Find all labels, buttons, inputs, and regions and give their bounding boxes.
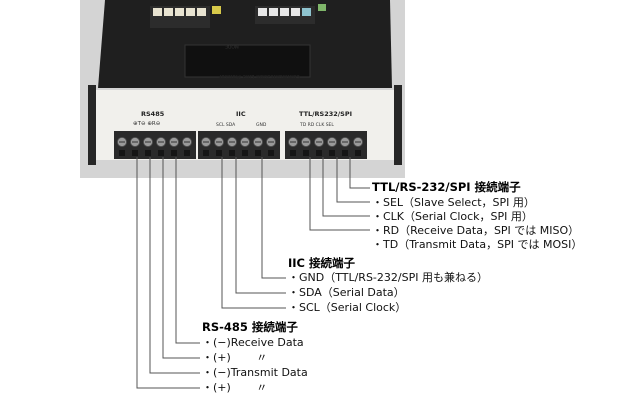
rs485-item-rx-plus: ・(+) 〃 <box>202 351 268 364</box>
ttl-item-sel: ・SEL（Slave Select，SPI 用） <box>372 196 535 209</box>
ttl-item-clk: ・CLK（Serial Clock，SPI 用） <box>372 210 533 223</box>
iic-item-gnd: ・GND（TTL/RS-232/SPI 用も兼ねる） <box>288 271 488 284</box>
leader-line <box>149 157 200 374</box>
rs485-header: RS-485 接続端子 <box>202 320 298 334</box>
leader-line <box>309 157 370 231</box>
keypad <box>150 4 326 28</box>
iic-header: IIC 接続端子 <box>288 256 356 270</box>
iic-item-scl: ・SCL（Serial Clock） <box>288 301 407 314</box>
leader-line <box>261 157 286 279</box>
rs485-item-tx-minus: ・(−)Transmit Data <box>202 366 308 379</box>
rs485-pin-labels: ⊕T⊖ ⊕R⊖ <box>133 121 161 127</box>
iic-terminal-block <box>198 131 280 159</box>
leader-line <box>349 157 370 189</box>
iic-pin-labels: SCL SDA <box>216 123 236 128</box>
ttl-pin-labels: TD RD CLK SEL <box>300 123 334 128</box>
ttl-item-td: ・TD（Transmit Data，SPI では MOSI） <box>372 238 583 251</box>
group-label-rs485: RS485 <box>141 110 165 118</box>
leader-line <box>322 157 370 217</box>
rs485-item-tx-plus: ・(+) 〃 <box>202 381 268 394</box>
leader-line <box>336 157 370 203</box>
left-side-edge <box>88 85 96 165</box>
leader-line <box>175 157 200 344</box>
iic-gnd-label: GND <box>256 123 267 128</box>
ttl-header: TTL/RS-232/SPI 接続端子 <box>372 180 521 194</box>
terminal-blocks <box>114 131 367 159</box>
ttl-item-rd: ・RD（Receive Data，SPI では MISO） <box>372 224 580 237</box>
group-label-ttl: TTL/RS232/SPI <box>299 110 353 118</box>
ttl-terminal-block <box>285 131 367 159</box>
rs485-item-rx-minus: ・(−)Receive Data <box>202 336 304 349</box>
leader-line <box>162 157 200 359</box>
group-label-iic: IIC <box>236 110 246 118</box>
leader-line <box>136 157 200 389</box>
rs485-terminal-block <box>114 131 196 159</box>
display-window <box>184 44 311 78</box>
iic-item-sda: ・SDA（Serial Data） <box>288 286 405 299</box>
device-mode-label: MODE <box>225 43 239 48</box>
right-side-edge <box>394 85 402 165</box>
leader-line <box>235 157 286 294</box>
device-brand-label: Communication Line Monitor <box>218 73 300 79</box>
leader-line <box>221 157 286 309</box>
